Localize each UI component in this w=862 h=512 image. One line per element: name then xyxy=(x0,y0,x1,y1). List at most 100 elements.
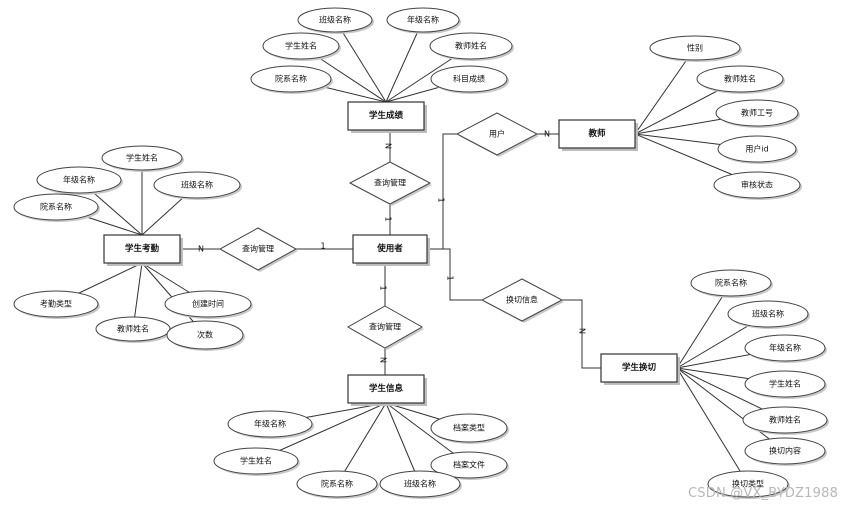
attribute-ellipse xyxy=(13,193,99,221)
attribute-score-5: 科目成绩 xyxy=(430,65,509,94)
entity-label: 学生换切 xyxy=(622,362,657,373)
relationship-label: 查询管理 xyxy=(369,322,401,332)
attribute-attendance-7: 次数 xyxy=(166,320,245,351)
attribute-attendance-1: 年级名称 xyxy=(36,166,123,195)
attribute-ellipse xyxy=(713,171,801,199)
entity-label: 学生成绩 xyxy=(369,110,404,121)
entity-box xyxy=(347,101,425,131)
attribute-switch-2: 年级名称 xyxy=(744,334,827,363)
attribute-attendance-2: 班级名称 xyxy=(153,171,242,200)
attribute-attendance-5: 创建时间 xyxy=(164,290,253,319)
attribute-label: 性别 xyxy=(687,43,703,53)
attribute-ellipse xyxy=(250,65,332,93)
relationship-user_teacher: 用户 xyxy=(455,112,539,157)
attribute-ellipse xyxy=(386,7,460,33)
entity-box xyxy=(103,234,181,264)
attribute-label: 学生姓名 xyxy=(240,456,272,466)
attribute-ellipse xyxy=(744,334,826,362)
cardinality-score_1: 1 xyxy=(384,216,393,221)
attribute-label: 年级名称 xyxy=(63,175,95,185)
attribute-ellipse xyxy=(262,32,340,60)
attribute-label: 学生姓名 xyxy=(126,153,158,163)
edge-attr-teacher-0 xyxy=(634,47,696,135)
relationship-diamond xyxy=(480,278,564,322)
entity-label: 学生考勤 xyxy=(125,243,160,254)
attribute-ellipse xyxy=(430,65,508,93)
attribute-label: 班级名称 xyxy=(752,309,784,319)
relationship-diamond xyxy=(348,161,432,205)
attribute-switch-6: 换切类型 xyxy=(707,470,790,499)
attribute-student-2: 学生姓名 xyxy=(213,447,300,476)
attribute-ellipse xyxy=(164,290,252,318)
attribute-ellipse xyxy=(690,269,772,297)
cardinality-student_1: 1 xyxy=(379,285,388,290)
edge-user-rel-teacher xyxy=(427,133,457,250)
attribute-attendance-4: 考勤类型 xyxy=(13,290,100,319)
attribute-score-4: 院系名称 xyxy=(250,65,333,94)
entity-teacher: 教师 xyxy=(558,119,638,151)
attribute-label: 换切类型 xyxy=(732,479,764,489)
attribute-teacher-1: 教师姓名 xyxy=(696,65,785,94)
relationship-user_attendance: 查询管理 xyxy=(218,227,298,272)
attribute-label: 教师工号 xyxy=(741,108,773,118)
cardinality-switch_1: 1 xyxy=(446,275,455,280)
attribute-ellipse xyxy=(166,320,244,350)
relationship-user_score: 查询管理 xyxy=(348,161,432,206)
attribute-ellipse xyxy=(297,7,373,33)
attribute-student-0: 年级名称 xyxy=(227,410,314,439)
relationship-diamond xyxy=(218,227,298,271)
attribute-switch-3: 学生姓名 xyxy=(744,370,827,399)
edge-rel-switch xyxy=(562,299,601,369)
attribute-label: 用户id xyxy=(745,144,768,154)
attribute-ellipse xyxy=(430,451,508,479)
entity-label: 教师 xyxy=(587,128,606,139)
entity-box xyxy=(558,119,636,149)
attribute-ellipse xyxy=(649,35,741,61)
attribute-teacher-0: 性别 xyxy=(649,35,742,62)
attribute-ellipse xyxy=(13,290,99,318)
entity-student: 学生信息 xyxy=(347,374,427,406)
attribute-teacher-4: 审核状态 xyxy=(713,171,802,200)
attribute-ellipse xyxy=(717,135,797,163)
attribute-score-1: 年级名称 xyxy=(386,7,461,34)
edge-attr-student-4 xyxy=(336,402,387,485)
attribute-label: 班级名称 xyxy=(319,15,351,25)
attribute-student-5: 班级名称 xyxy=(379,470,462,499)
attribute-student-3: 档案文件 xyxy=(430,451,509,480)
attribute-student-1: 档案类型 xyxy=(430,413,509,444)
attribute-ellipse xyxy=(36,166,122,194)
attribute-ellipse xyxy=(727,300,809,328)
attribute-label: 档案类型 xyxy=(453,423,485,433)
attribute-label: 班级名称 xyxy=(181,180,213,190)
cardinality-student_n: N xyxy=(379,357,388,363)
attribute-label: 年级名称 xyxy=(254,419,286,429)
attribute-label: 档案文件 xyxy=(453,460,485,470)
relationship-label: 查询管理 xyxy=(374,178,406,188)
relationship-user_switch: 换切信息 xyxy=(480,278,564,323)
entity-box xyxy=(352,234,428,264)
attribute-label: 院系名称 xyxy=(715,278,747,288)
attribute-label: 教师姓名 xyxy=(455,41,487,51)
watermark: CSDN @VX_BYDZ1988 xyxy=(688,486,839,501)
attribute-ellipse xyxy=(430,413,508,443)
edge-attr-student-5 xyxy=(385,402,421,485)
attribute-label: 学生姓名 xyxy=(769,379,801,389)
attribute-ellipse xyxy=(227,410,313,438)
attribute-ellipse xyxy=(101,145,183,171)
attribute-ellipse xyxy=(707,470,789,498)
cardinality-teacher_n: N xyxy=(544,130,550,139)
attribute-label: 换切内容 xyxy=(769,446,801,456)
attribute-ellipse xyxy=(379,470,461,498)
attribute-switch-5: 换切内容 xyxy=(744,437,827,466)
entity-switch: 学生换切 xyxy=(600,353,680,385)
relationship-label: 查询管理 xyxy=(242,244,274,254)
attribute-label: 考勤类型 xyxy=(40,299,72,309)
entity-label: 使用者 xyxy=(376,243,403,254)
attribute-label: 审核状态 xyxy=(741,180,773,190)
attribute-score-2: 学生姓名 xyxy=(262,32,341,61)
attribute-ellipse xyxy=(296,470,378,498)
